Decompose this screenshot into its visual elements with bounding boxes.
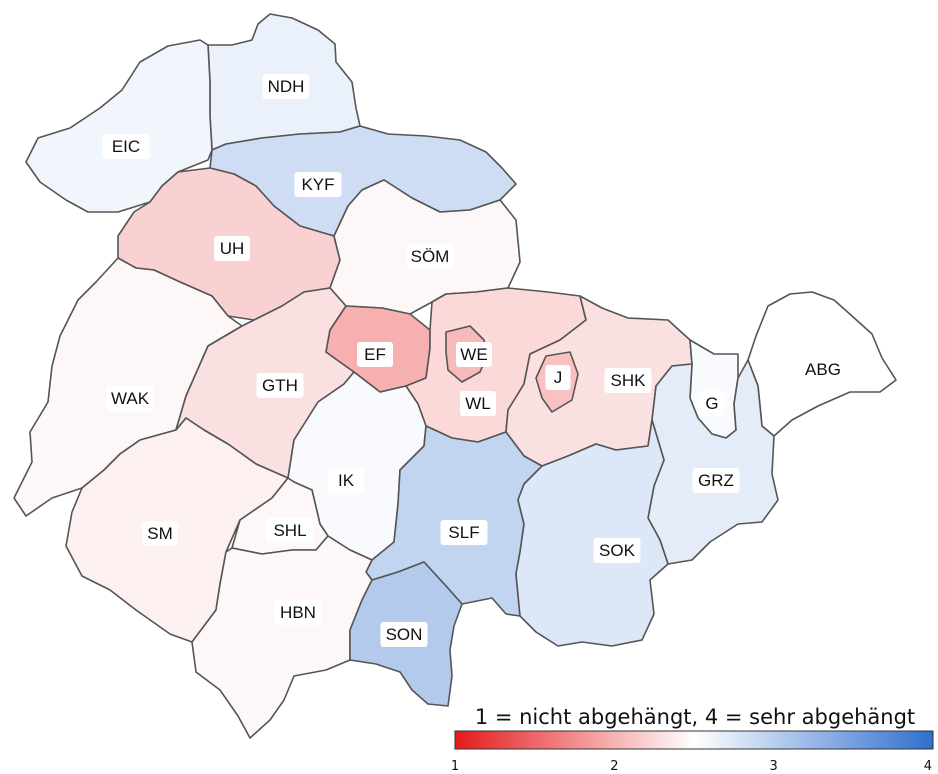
label-box: [692, 468, 740, 493]
label-box: [294, 172, 342, 197]
district-code-text: GTH: [262, 376, 298, 395]
district-label-shl: SHL: [266, 518, 314, 543]
district-label-grz: GRZ: [692, 468, 740, 493]
label-box: [699, 391, 725, 416]
label-box: [406, 244, 454, 269]
district-label-kyf: KYF: [294, 172, 342, 197]
district-code-text: SÖM: [411, 247, 450, 266]
district-label-abg: ABG: [799, 357, 847, 382]
district-hbn[interactable]: [191, 535, 373, 739]
label-box: [460, 391, 496, 416]
district-code-text: SON: [386, 625, 423, 644]
district-sok[interactable]: [515, 419, 669, 647]
label-box: [799, 357, 847, 382]
district-label-wl: WL: [460, 391, 496, 416]
legend-tick-label: 4: [924, 759, 932, 774]
color-legend: 1 = nicht abgehängt, 4 = sehr abgehängt …: [451, 705, 934, 774]
label-box: [266, 518, 314, 543]
district-code-text: WL: [465, 394, 491, 413]
district-code-text: EF: [364, 345, 386, 364]
district-label-wak: WAK: [106, 386, 154, 411]
legend-tick-label: 3: [770, 759, 778, 774]
label-box: [274, 600, 322, 625]
label-box: [440, 520, 488, 545]
legend-tick-label: 1: [451, 759, 459, 774]
district-label-eic: EIC: [102, 134, 150, 159]
district-label-shk: SHK: [604, 368, 652, 393]
district-label-uh: UH: [214, 236, 250, 261]
district-label-ef: EF: [357, 342, 393, 367]
district-label-slf: SLF: [440, 520, 488, 545]
label-box: [142, 521, 178, 546]
label-box: [593, 538, 641, 563]
district-code-text: EIC: [112, 137, 140, 156]
district-label-hbn: HBN: [274, 600, 322, 625]
district-code-text: UH: [220, 239, 245, 258]
label-box: [328, 468, 364, 493]
label-box: [102, 134, 150, 159]
district-label-gth: GTH: [256, 373, 304, 398]
label-box: [456, 342, 492, 367]
district-code-text: GRZ: [698, 471, 734, 490]
legend-title: 1 = nicht abgehängt, 4 = sehr abgehängt: [475, 705, 915, 729]
legend-tick-label: 2: [610, 759, 618, 774]
district-code-text: SOK: [599, 541, 636, 560]
district-code-text: SLF: [448, 523, 479, 542]
district-code-text: ABG: [805, 360, 841, 379]
district-label-sok: SOK: [593, 538, 641, 563]
label-box: [214, 236, 250, 261]
district-label-g: G: [699, 391, 725, 416]
label-box: [357, 342, 393, 367]
district-polygons: [13, 13, 897, 739]
district-label-we: WE: [456, 342, 492, 367]
label-box: [106, 386, 154, 411]
label-box: [380, 622, 428, 647]
district-code-text: SHL: [273, 521, 306, 540]
district-label-j: J: [545, 365, 571, 390]
label-box: [262, 74, 310, 99]
label-box: [604, 368, 652, 393]
district-labels: NDH EIC KYF UH SÖM EF WE WL J SHK ABG G GRZ WAK GTH IK S…: [102, 74, 847, 647]
label-box: [545, 365, 571, 390]
district-code-text: WAK: [111, 389, 150, 408]
label-box: [256, 373, 304, 398]
district-label-son: SON: [380, 622, 428, 647]
legend-gradient-bar: [454, 730, 934, 750]
district-code-text: G: [705, 394, 718, 413]
district-code-text: KYF: [301, 175, 334, 194]
district-label-sm: SM: [142, 521, 178, 546]
district-code-text: NDH: [268, 77, 305, 96]
legend-ticks: 1 2 3 4: [451, 759, 932, 774]
district-code-text: J: [554, 368, 563, 387]
district-code-text: IK: [338, 471, 355, 490]
district-label-ik: IK: [328, 468, 364, 493]
district-code-text: HBN: [280, 603, 316, 622]
district-label-soem: SÖM: [406, 244, 454, 269]
district-label-ndh: NDH: [262, 74, 310, 99]
district-code-text: SM: [147, 524, 173, 543]
district-code-text: WE: [460, 345, 487, 364]
district-code-text: SHK: [611, 371, 647, 390]
